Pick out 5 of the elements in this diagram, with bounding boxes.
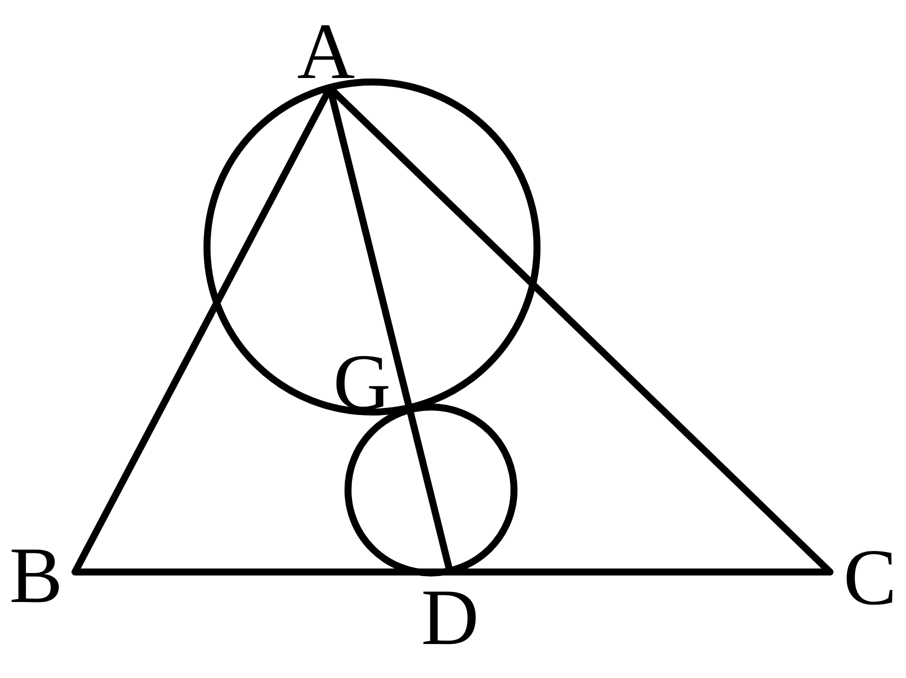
point-label: A (297, 12, 355, 92)
point-label: C (843, 538, 897, 618)
point-label: G (333, 343, 391, 423)
point-label: B (9, 536, 63, 616)
point-label: D (421, 578, 479, 658)
